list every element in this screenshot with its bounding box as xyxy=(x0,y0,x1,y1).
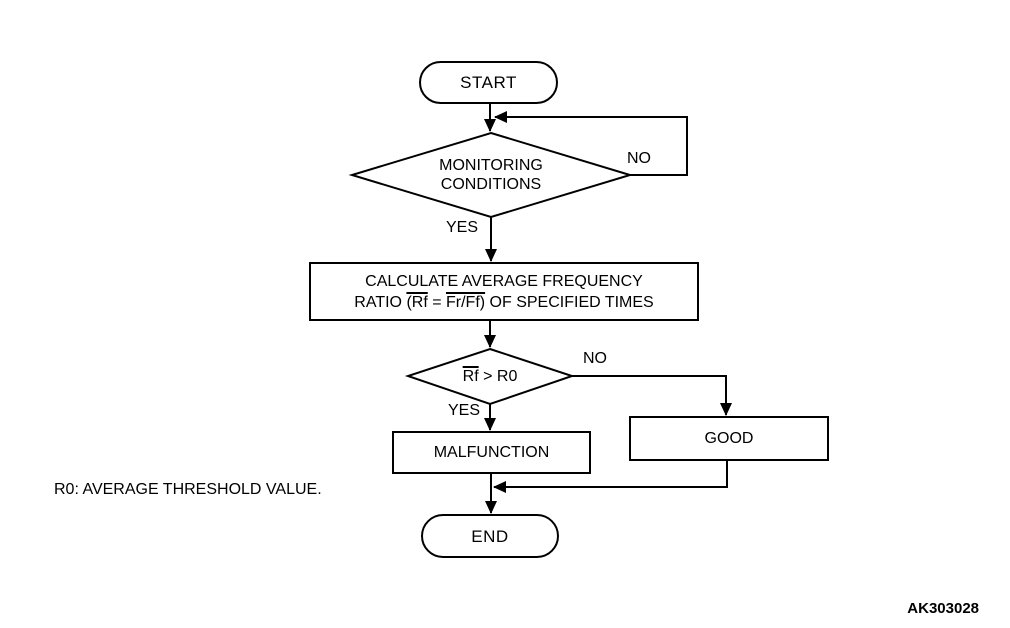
edge-monitoring-no-loop xyxy=(494,111,688,176)
start-terminator-shape xyxy=(419,61,558,104)
monitoring-yes-edge-label: YES xyxy=(445,219,478,236)
good-process-shape xyxy=(629,416,829,461)
calculate-label-line1: CALCULATE AVERAGE FREQUENCY xyxy=(365,272,643,290)
malfunction-node-label: MALFUNCTION xyxy=(433,444,550,461)
edge-ratio-no-to-good xyxy=(572,375,732,416)
ratio-check-node-label: Rf > R0 xyxy=(462,368,518,385)
start-node-label: START xyxy=(460,73,517,92)
rf-average-overline: (Rf xyxy=(406,293,428,311)
malfunction-process-shape xyxy=(392,431,591,474)
end-node-label: END xyxy=(471,526,509,546)
monitoring-label-line1: MONITORING xyxy=(439,157,543,174)
good-node-label: GOOD xyxy=(704,430,754,447)
calculate-node-label: CALCULATE AVERAGE FREQUENCY RATIO (Rf = … xyxy=(310,263,698,320)
ratio-yes-edge-label: YES xyxy=(447,402,480,419)
threshold-note: R0: AVERAGE THRESHOLD VALUE. xyxy=(54,481,322,498)
ratio-no-edge-label: NO xyxy=(583,350,607,367)
calculate-process-shape xyxy=(309,262,699,321)
edge-good-join xyxy=(493,460,728,493)
calculate-label-line2: RATIO (Rf = Fr/Ff) OF SPECIFIED TIMES xyxy=(354,293,654,311)
rf-overline: Rf xyxy=(462,368,479,385)
monitoring-node-label: MONITORING CONDITIONS xyxy=(352,155,630,195)
frff-average-overline: Fr/Ff) xyxy=(446,293,486,311)
end-terminator-shape xyxy=(421,514,559,558)
figure-code: AK303028 xyxy=(907,600,979,617)
monitoring-no-edge-label: NO xyxy=(627,150,651,167)
monitoring-label-line2: CONDITIONS xyxy=(440,176,542,193)
